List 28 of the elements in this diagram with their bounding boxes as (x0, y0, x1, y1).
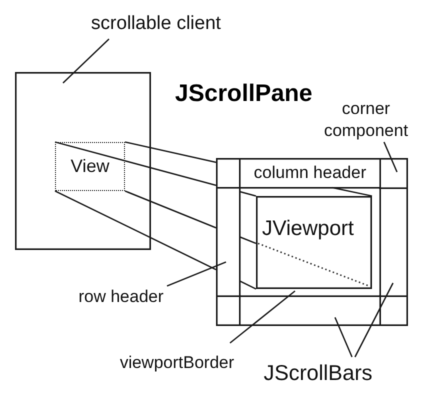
header-label: column header (254, 162, 366, 182)
viewport-label: JViewport (262, 217, 354, 242)
leader-line (230, 290, 296, 344)
projection-line (54, 190, 216, 270)
leader-line (166, 261, 226, 287)
callout-label: corner component (318, 98, 414, 142)
callout-label: scrollable client (88, 13, 224, 35)
row-header-cell (216, 187, 239, 297)
projection-line (124, 190, 216, 228)
leader-line (354, 282, 394, 358)
horizontal-scrollbar (239, 295, 381, 326)
projection-line (54, 141, 216, 186)
callout-label: row header (75, 286, 167, 308)
depth-line (239, 190, 256, 197)
scroll-pane-frame (216, 158, 408, 326)
diagram-title: JScrollPane (175, 80, 312, 108)
leader-line (62, 38, 110, 84)
viewport-border-cell (239, 187, 381, 297)
view-label: View (70, 156, 110, 177)
callout-label: JScrollBars (260, 362, 376, 388)
dotted-view-box (55, 142, 125, 191)
leader-line (334, 317, 353, 358)
callout-label: viewportBorder (117, 352, 237, 374)
leader-line (383, 142, 398, 172)
projection-line (124, 141, 216, 163)
column-header-cell (239, 158, 381, 187)
depth-line (239, 236, 256, 244)
depth-line (239, 280, 256, 290)
